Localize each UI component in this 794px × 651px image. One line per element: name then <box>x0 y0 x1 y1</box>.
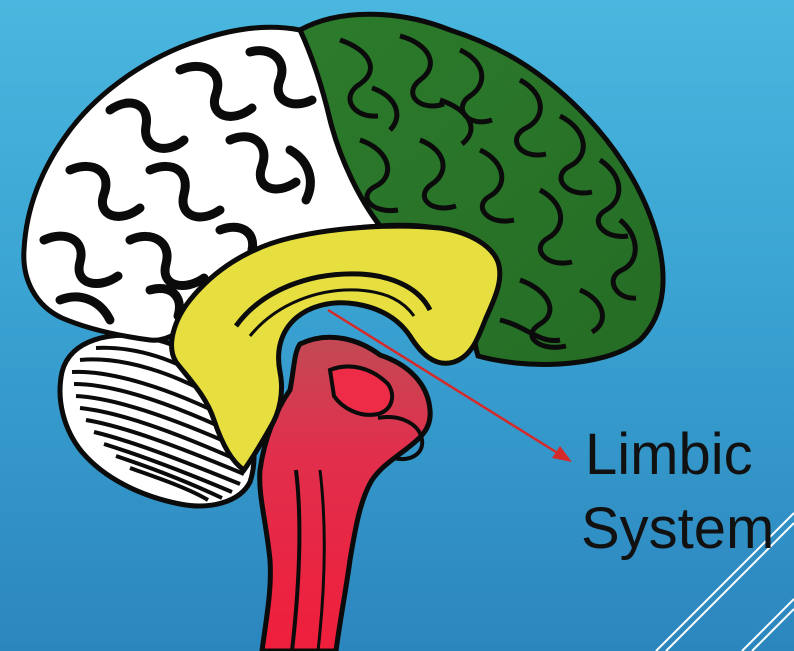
brainstem <box>260 337 431 651</box>
label-line-1: Limbic <box>585 418 790 492</box>
label-line-2: System <box>581 492 790 566</box>
limbic-system-label: Limbic System <box>585 418 790 566</box>
